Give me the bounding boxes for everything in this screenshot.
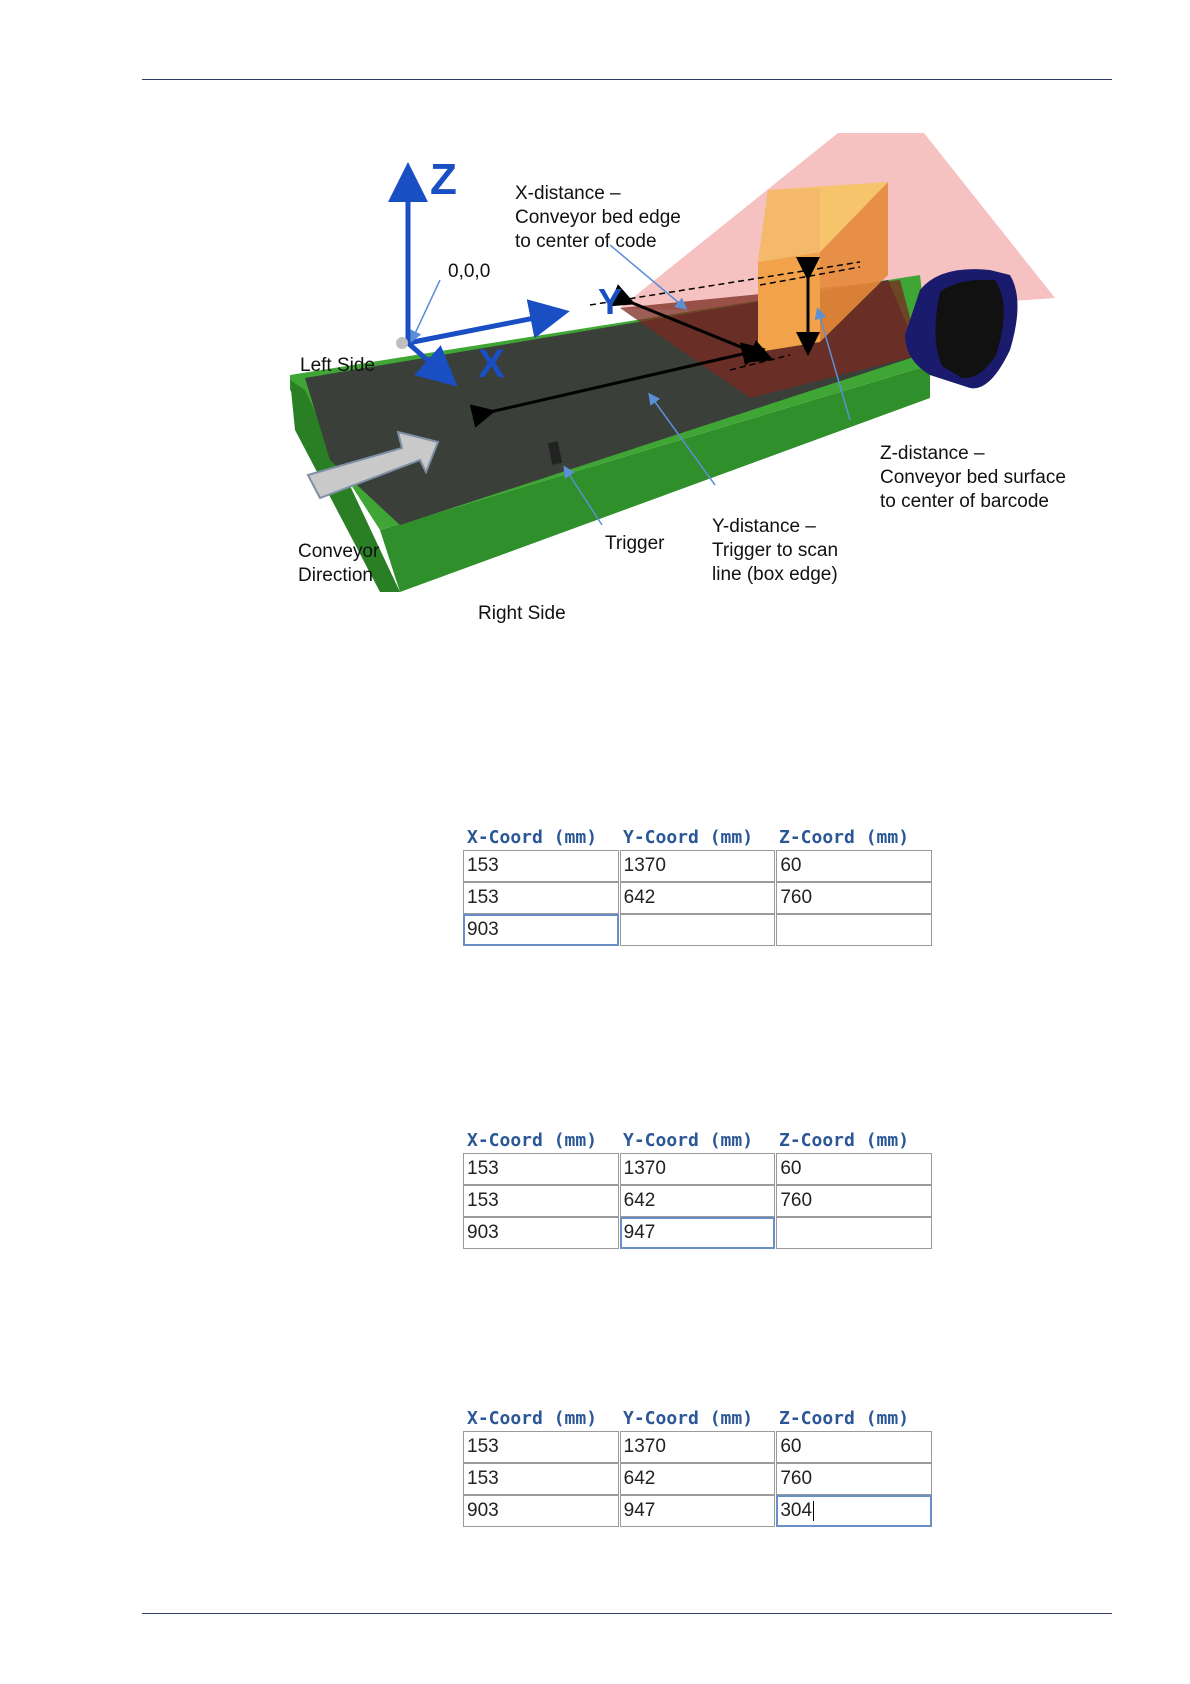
y-coord-input[interactable]: 642 [619,882,776,914]
y-distance-arrow [469,342,766,428]
x-coord-input[interactable]: 153 [463,1185,619,1217]
x-coord-input[interactable]: 903 [463,1495,619,1527]
x-coord-input[interactable]: 153 [463,1463,619,1495]
y-coord-input[interactable]: 642 [619,1185,776,1217]
table-row: 153 642 760 [463,882,933,914]
y-axis-label: Y [598,281,623,322]
origin-label: 0,0,0 [448,261,491,282]
origin-point [396,337,408,349]
x-axis [406,341,458,387]
x-coord-input[interactable]: 153 [463,882,619,914]
z-distance-label: Z-distance – Conveyor bed surface to cen… [880,443,1066,512]
x-coord-input[interactable]: 153 [463,1431,619,1463]
y-coord-input[interactable]: 947 [619,1495,776,1527]
coordinate-table-step-2: X-Coord (mm) Y-Coord (mm) Z-Coord (mm) 1… [463,1129,933,1249]
x-distance-label: X-distance – Conveyor bed edge to center… [515,183,681,252]
x-coord-input[interactable]: 903 [463,1217,619,1249]
x-coord-header: X-Coord (mm) [467,827,598,848]
z-coord-input[interactable]: 760 [776,1185,933,1217]
z-coord-header: Z-Coord (mm) [779,827,910,848]
conveyor-diagram [290,133,1055,592]
right-side-label: Right Side [478,603,566,624]
z-coord-input[interactable]: 760 [776,882,933,914]
z-coord-input[interactable] [776,1217,933,1249]
z-coord-input-focused[interactable]: 304 [776,1495,933,1527]
x-coord-header: X-Coord (mm) [467,1408,598,1429]
box-face [758,188,820,262]
table-row: 903 [463,914,933,946]
y-distance-label: Y-distance – Trigger to scan line (box e… [712,516,839,585]
box-front [758,252,820,352]
x-axis-label: X [478,342,505,386]
y-coord-input[interactable]: 1370 [619,1153,776,1185]
x-coord-input[interactable]: 903 [463,914,619,946]
table-row: 153 642 760 [463,1185,933,1217]
table-header: X-Coord (mm) Y-Coord (mm) Z-Coord (mm) [463,1129,933,1153]
y-coord-header: Y-Coord (mm) [623,1130,754,1151]
y-coord-header: Y-Coord (mm) [623,1408,754,1429]
x-coord-input[interactable]: 153 [463,850,619,882]
table-header: X-Coord (mm) Y-Coord (mm) Z-Coord (mm) [463,1407,933,1431]
y-coord-input[interactable]: 947 [619,1217,776,1249]
trigger-label: Trigger [605,533,665,554]
scanner-device [905,269,1018,389]
conveyor-frame-front [380,365,930,592]
left-side-label: Left Side [300,355,375,376]
y-coord-input[interactable] [619,914,776,946]
table-row: 903 947 304 [463,1495,933,1527]
footer-rule [142,1613,1112,1614]
x-coord-input[interactable]: 153 [463,1153,619,1185]
table-row: 153 1370 60 [463,1153,933,1185]
z-coord-input[interactable]: 60 [776,1431,933,1463]
x-coord-header: X-Coord (mm) [467,1130,598,1151]
coordinate-table-step-3: X-Coord (mm) Y-Coord (mm) Z-Coord (mm) 1… [463,1407,933,1527]
conveyor-direction-arrow [306,430,440,500]
z-coord-input[interactable]: 760 [776,1463,933,1495]
trigger-sensor [547,441,563,465]
conveyor-coordinate-figure: Z Y X 0,0,0 Left Side Right Side Trigger… [290,130,1110,650]
table-header: X-Coord (mm) Y-Coord (mm) Z-Coord (mm) [463,826,933,850]
table-row: 153 1370 60 [463,850,933,882]
conveyor-direction-label: Conveyor Direction [298,541,380,586]
z-axis-label: Z [430,155,457,204]
header-rule [142,79,1112,80]
table-row: 153 642 760 [463,1463,933,1495]
box-side [820,182,888,342]
y-coord-header: Y-Coord (mm) [623,827,754,848]
z-coord-input[interactable]: 60 [776,1153,933,1185]
z-coord-header: Z-Coord (mm) [779,1130,910,1151]
y-coord-input[interactable]: 1370 [619,850,776,882]
coordinate-table-step-1: X-Coord (mm) Y-Coord (mm) Z-Coord (mm) 1… [463,826,933,946]
z-coord-input[interactable] [776,914,933,946]
y-coord-input[interactable]: 642 [619,1463,776,1495]
text-caret [813,1500,815,1521]
z-coord-header: Z-Coord (mm) [779,1408,910,1429]
z-coord-input[interactable]: 60 [776,850,933,882]
y-coord-input[interactable]: 1370 [619,1431,776,1463]
y-axis [407,299,570,346]
table-row: 153 1370 60 [463,1431,933,1463]
table-row: 903 947 [463,1217,933,1249]
